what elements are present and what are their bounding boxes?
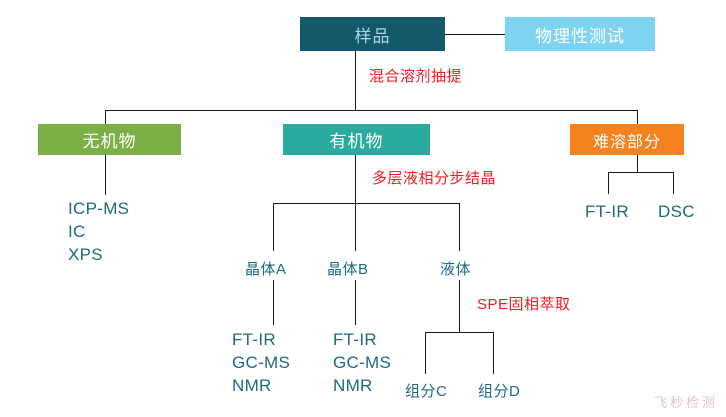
technique-list-crystal-b: FT-IR GC-MS NMR <box>333 328 391 397</box>
technique-ftir-crystal-a: FT-IR <box>232 330 276 349</box>
connector-to-inorganic <box>105 110 106 124</box>
node-liquid[interactable]: 液体 <box>440 261 472 278</box>
connector-crystal-a-stem <box>273 280 274 325</box>
node-insoluble-label: 难溶部分 <box>592 133 661 151</box>
technique-xps: XPS <box>68 245 103 264</box>
connector-to-crystal-b <box>355 203 356 251</box>
node-crystal-b[interactable]: 晶体B <box>327 261 369 278</box>
process-label-spe: SPE固相萃取 <box>477 296 571 313</box>
technique-gcms-crystal-b: GC-MS <box>333 353 392 372</box>
node-physical-test-label: 物理性测试 <box>535 26 625 46</box>
process-label-crystallization: 多层液相分步结晶 <box>372 170 497 187</box>
process-label-extraction: 混合溶剂抽提 <box>369 68 463 85</box>
node-component-d[interactable]: 组分D <box>478 383 521 400</box>
connector-insoluble-dsc <box>673 172 674 194</box>
connector-insoluble-stem <box>637 155 638 173</box>
branch-bar-spe <box>425 332 493 333</box>
technique-insoluble-dsc: DSC <box>658 200 695 223</box>
connector-sample-to-physical <box>445 34 505 35</box>
node-organic[interactable]: 有机物 <box>283 124 430 155</box>
branch-bar-insoluble <box>608 172 674 173</box>
node-component-c[interactable]: 组分C <box>405 383 448 400</box>
connector-to-component-d <box>493 332 494 374</box>
node-crystal-a[interactable]: 晶体A <box>245 261 287 278</box>
node-insoluble[interactable]: 难溶部分 <box>570 124 684 155</box>
technique-gcms-crystal-a: GC-MS <box>232 353 291 372</box>
technique-ftir-insoluble: FT-IR <box>585 202 629 221</box>
connector-to-component-c <box>425 332 426 374</box>
connector-inorganic-stem <box>105 155 106 195</box>
connector-sample-stem <box>355 51 356 110</box>
node-inorganic-label: 无机物 <box>82 132 137 151</box>
connector-organic-stem <box>355 155 356 203</box>
connector-to-insoluble <box>637 110 638 124</box>
watermark: 飞秒检测 <box>653 395 718 410</box>
connector-to-crystal-a <box>273 203 274 251</box>
technique-dsc-insoluble: DSC <box>658 202 695 221</box>
technique-ftir-crystal-b: FT-IR <box>333 330 377 349</box>
technique-nmr-crystal-b: NMR <box>333 376 373 395</box>
technique-ic: IC <box>68 222 86 241</box>
technique-icpms: ICP-MS <box>68 199 130 218</box>
connector-insoluble-ftir <box>608 172 609 194</box>
connector-to-liquid <box>459 203 460 251</box>
node-physical-test[interactable]: 物理性测试 <box>505 17 655 51</box>
node-sample-label: 样品 <box>354 26 391 46</box>
technique-list-inorganic: ICP-MS IC XPS <box>68 197 129 266</box>
technique-insoluble-ftir: FT-IR <box>585 200 629 223</box>
node-sample[interactable]: 样品 <box>300 17 445 51</box>
branch-bar-main <box>105 110 638 111</box>
node-inorganic[interactable]: 无机物 <box>38 124 181 155</box>
node-organic-label: 有机物 <box>329 132 384 151</box>
branch-bar-organic <box>273 203 459 204</box>
connector-liquid-stem <box>459 280 460 332</box>
connector-crystal-b-stem <box>355 280 356 325</box>
technique-list-crystal-a: FT-IR GC-MS NMR <box>232 328 290 397</box>
technique-nmr-crystal-a: NMR <box>232 376 272 395</box>
